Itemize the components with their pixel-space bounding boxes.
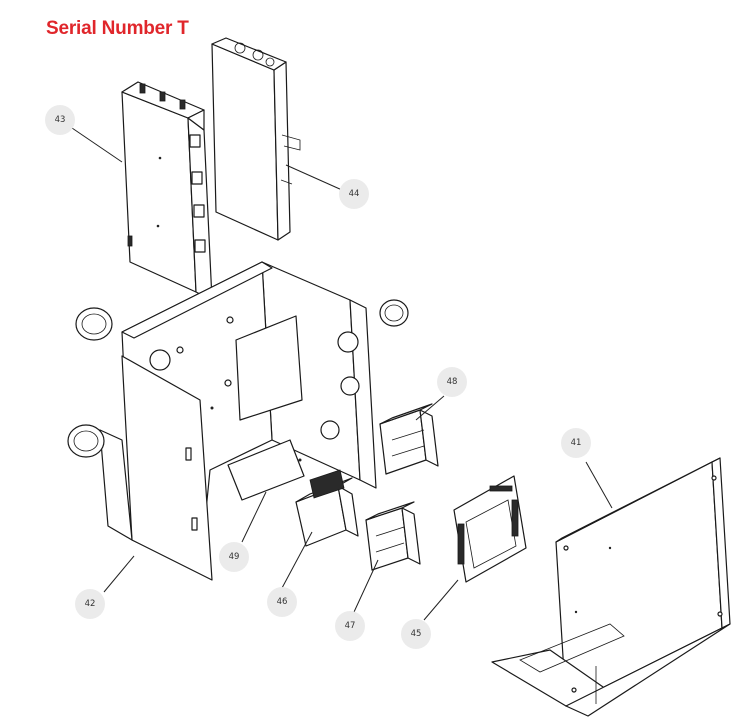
callout-49-label: 49 bbox=[229, 552, 240, 562]
callout-46: 46 bbox=[267, 587, 297, 617]
part-43-enclosure-cover bbox=[121, 81, 213, 301]
callout-41: 41 bbox=[561, 428, 591, 458]
callout-47: 47 bbox=[335, 611, 365, 641]
leader-lines bbox=[71, 127, 613, 621]
grommet-right bbox=[379, 299, 409, 327]
callout-49: 49 bbox=[219, 542, 249, 572]
grommet-upper-left bbox=[75, 307, 113, 341]
callout-48: 48 bbox=[437, 367, 467, 397]
part-42-chassis bbox=[99, 261, 377, 581]
callout-44-label: 44 bbox=[349, 189, 360, 199]
callout-48-label: 48 bbox=[447, 377, 458, 387]
callout-45: 45 bbox=[401, 619, 431, 649]
callout-44: 44 bbox=[339, 179, 369, 209]
callout-43-label: 43 bbox=[55, 115, 66, 125]
grommet-lower-left bbox=[67, 424, 105, 458]
part-41-front-panel bbox=[491, 457, 731, 717]
part-48-terminal-block bbox=[379, 403, 439, 475]
part-45-controller-board bbox=[453, 475, 527, 583]
callout-43: 43 bbox=[45, 105, 75, 135]
callout-46-label: 46 bbox=[277, 597, 288, 607]
callout-41-label: 41 bbox=[571, 438, 582, 448]
page-title: Serial Number T bbox=[46, 18, 189, 39]
callout-45-label: 45 bbox=[411, 629, 422, 639]
callout-42: 42 bbox=[75, 589, 105, 619]
part-44-board-panel bbox=[211, 37, 301, 241]
callout-42-label: 42 bbox=[85, 599, 96, 609]
part-46-transformer bbox=[295, 469, 359, 547]
callout-47-label: 47 bbox=[345, 621, 356, 631]
part-47-terminal-block bbox=[365, 501, 421, 571]
